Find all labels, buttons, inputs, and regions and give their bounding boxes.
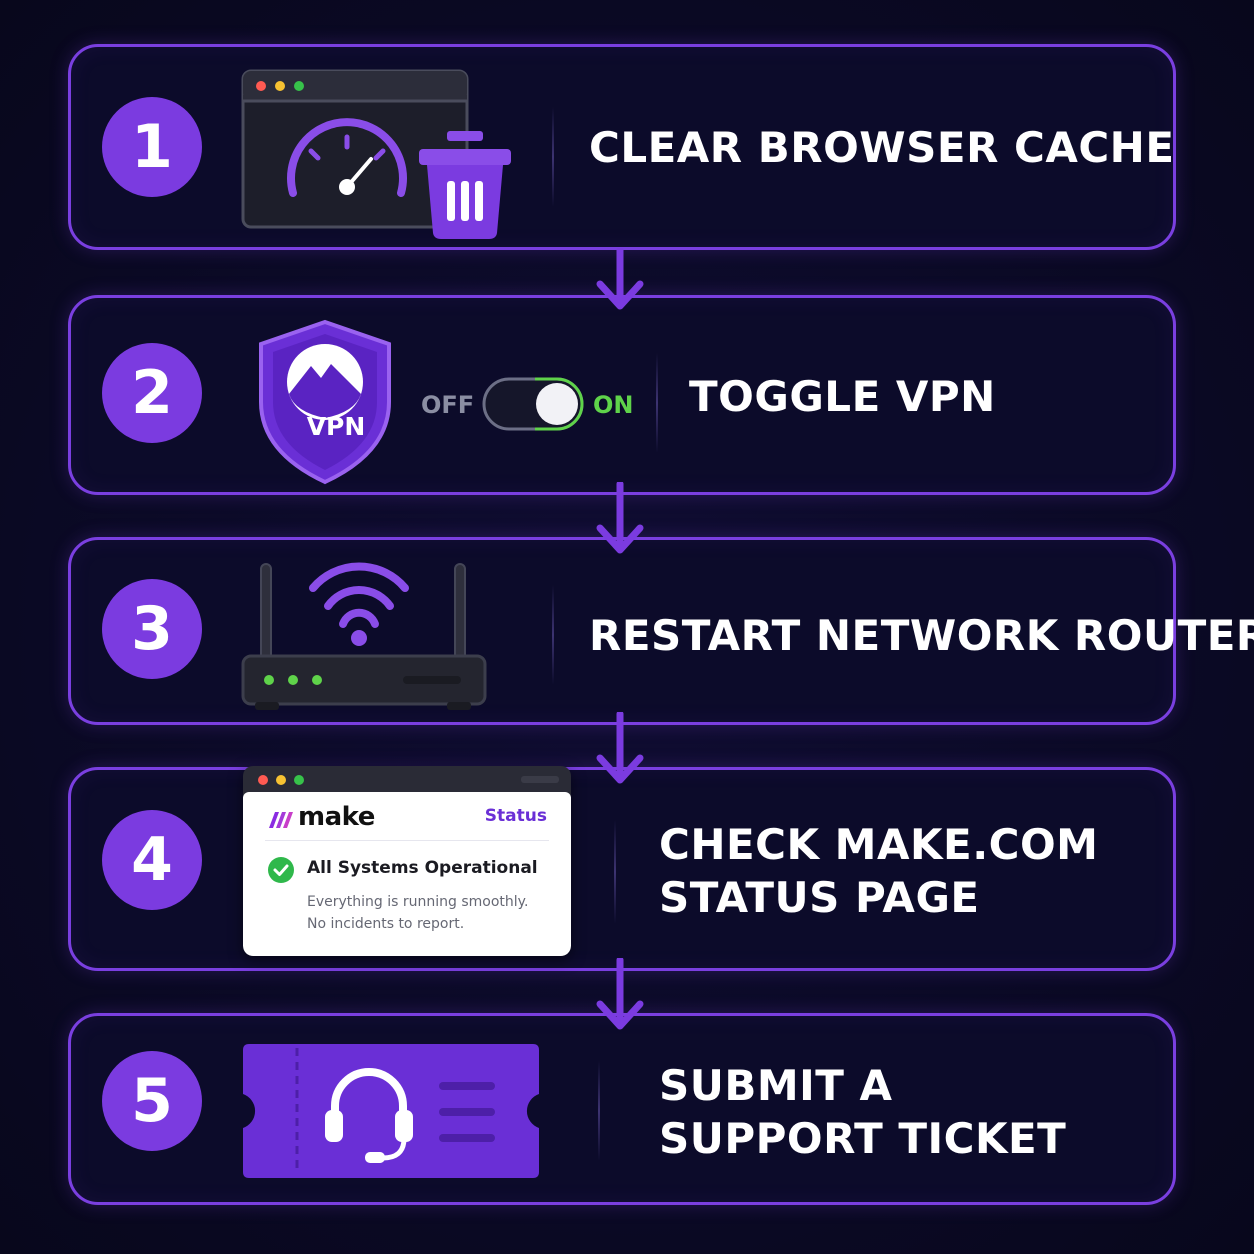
step-5-title-line-2: SUPPORT TICKET bbox=[659, 1114, 1067, 1163]
make-logo-icon bbox=[269, 812, 293, 828]
vpn-toggle-switch[interactable] bbox=[481, 376, 585, 432]
support-ticket-headset-icon bbox=[243, 1044, 539, 1178]
step-4-card: 4 make Status bbox=[68, 766, 1176, 971]
step-2-divider bbox=[656, 353, 658, 453]
step-1-number: 1 bbox=[102, 97, 202, 197]
vpn-label: VPN bbox=[306, 412, 366, 441]
toggle-on-label: ON bbox=[593, 391, 634, 419]
status-link[interactable]: Status bbox=[484, 806, 547, 826]
step-2-title: TOGGLE VPN bbox=[689, 372, 996, 421]
step-3-card: 3 RESTART NETWORK ROUTER bbox=[68, 537, 1254, 725]
status-headline: All Systems Operational bbox=[307, 858, 538, 878]
step-2-number: 2 bbox=[102, 343, 202, 443]
check-icon bbox=[268, 857, 294, 883]
step-5-title-line-1: SUBMIT A bbox=[659, 1061, 893, 1110]
step-5-divider bbox=[598, 1061, 600, 1161]
step-4-number: 4 bbox=[102, 810, 202, 910]
status-page-window-icon: make Status All Systems Operational Ever… bbox=[243, 766, 571, 956]
step-3-number: 3 bbox=[102, 579, 202, 679]
step-3-divider bbox=[552, 585, 554, 685]
down-arrow-icon bbox=[596, 248, 644, 310]
toggle-off-label: OFF bbox=[421, 391, 475, 419]
status-line-1: Everything is running smoothly. bbox=[307, 894, 529, 910]
step-4-title-line-1: CHECK MAKE.COM bbox=[659, 820, 1099, 869]
down-arrow-icon bbox=[596, 958, 644, 1030]
status-line-2: No incidents to report. bbox=[307, 916, 465, 932]
step-5-number: 5 bbox=[102, 1051, 202, 1151]
browser-speedometer-trash-icon bbox=[241, 69, 511, 239]
step-1-divider bbox=[552, 107, 554, 207]
step-1-title: CLEAR BROWSER CACHE bbox=[589, 123, 1175, 172]
wifi-router-icon bbox=[241, 562, 487, 710]
step-5-card: 5 SUBMIT A SUPPORT TICKET bbox=[68, 1013, 1176, 1205]
step-2-card: 2 VPN OFF ON TOGGLE VPN bbox=[68, 295, 1176, 495]
status-card: make Status All Systems Operational Ever… bbox=[243, 792, 571, 956]
step-4-divider bbox=[614, 820, 616, 924]
down-arrow-icon bbox=[596, 482, 644, 554]
status-divider bbox=[265, 840, 549, 841]
status-window-titlebar bbox=[243, 766, 571, 792]
down-arrow-icon bbox=[596, 712, 644, 784]
vpn-shield-icon bbox=[259, 319, 391, 485]
step-3-title: RESTART NETWORK ROUTER bbox=[589, 611, 1254, 660]
step-1-card: 1 CLEAR BROWSER CACHE bbox=[68, 44, 1176, 250]
step-4-title-line-2: STATUS PAGE bbox=[659, 873, 980, 922]
status-brand: make bbox=[298, 802, 375, 832]
